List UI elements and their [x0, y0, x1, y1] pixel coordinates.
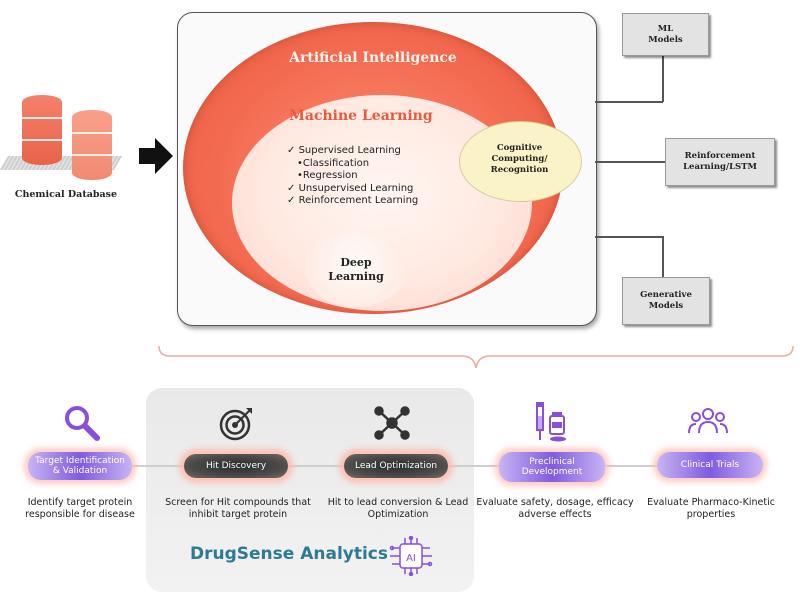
lab-flask-icon: [536, 402, 566, 442]
people-group-icon: [688, 408, 728, 434]
stage-clinical-trials: Clinical Trials: [657, 452, 763, 478]
stage-target-identification: Target Identification& Validation: [28, 452, 132, 480]
database-icon: [22, 95, 62, 165]
molecule-icon: [374, 406, 410, 440]
connector-line: [595, 236, 663, 238]
magnifier-icon: [65, 406, 100, 441]
target-icon: [219, 408, 252, 441]
cognitive-computing-ellipse: [459, 121, 582, 202]
database-icon-secondary: [72, 110, 112, 180]
stage-hit-discovery: Hit Discovery: [184, 454, 288, 478]
list-item: •Classification: [297, 157, 370, 169]
list-item: •Regression: [297, 170, 358, 181]
ml-title: Machine Learning: [289, 108, 433, 124]
list-item: ✓ Supervised Learning: [287, 145, 401, 156]
connector-line: [595, 101, 663, 103]
ai-title: Artificial Intelligence: [289, 50, 457, 66]
list-item: ✓ Unsupervised Learning: [287, 182, 414, 194]
right-arrow-icon: [139, 138, 173, 174]
connector-line: [662, 236, 664, 278]
curly-brace: [158, 345, 794, 369]
connector-line: [662, 55, 664, 102]
ml-list: ✓ Supervised Learning •Classification •R…: [287, 145, 418, 208]
deep-learning-circle: [305, 231, 407, 307]
stage-lead-optimization: Lead Optimization: [344, 454, 448, 478]
brand-name: DrugSense Analytics: [190, 544, 388, 564]
ai-chip-icon: AI: [389, 536, 433, 576]
database-label: Chemical Database: [14, 189, 118, 200]
ai-chip-label: AI: [406, 553, 416, 564]
connector-line: [595, 161, 665, 163]
list-item: ✓ Reinforcement Learning: [287, 195, 419, 206]
